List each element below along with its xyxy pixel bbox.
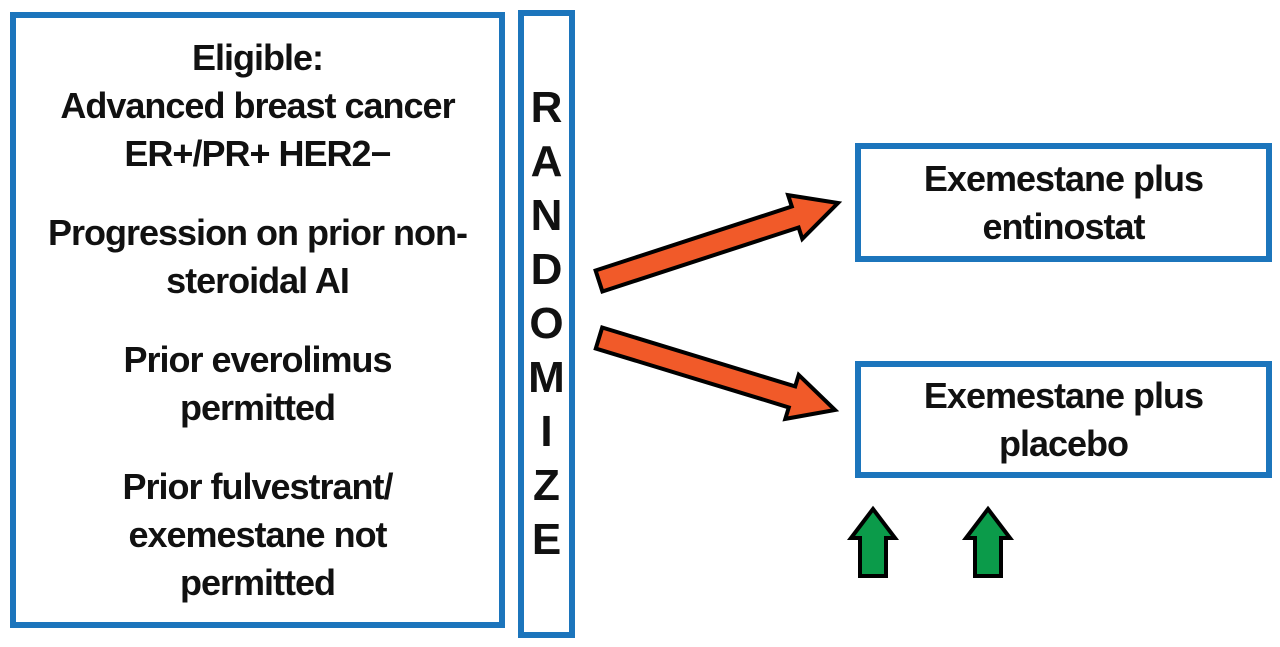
eligibility-title: Eligible: — [191, 36, 324, 78]
randomize-arrow-bottom-icon — [593, 325, 840, 422]
arm-label-entinostat: Exemestane plus entinostat — [923, 157, 1204, 247]
randomize-arrow-top-icon — [593, 192, 843, 295]
arm-label-placebo: Exemestane plus placebo — [923, 374, 1204, 464]
eligibility-criterion-progression: Progression on prior non- steroidal AI — [47, 211, 468, 301]
eligibility-criterion-cancer-type: Advanced breast cancer ER+/PR+ HER2− — [60, 84, 455, 174]
eligibility-criterion-fulvestrant: Prior fulvestrant/ exemestane not permit… — [122, 465, 393, 603]
eligibility-criterion-everolimus: Prior everolimus permitted — [123, 338, 392, 428]
up-arrow-right-icon — [961, 505, 1015, 578]
eligibility-box: Eligible: Advanced breast cancer ER+/PR+… — [10, 12, 505, 628]
arm-box-placebo: Exemestane plus placebo — [855, 361, 1272, 478]
randomize-label: R A N D O M I Z E — [528, 83, 565, 564]
up-arrow-left-icon — [846, 505, 900, 578]
randomize-box: R A N D O M I Z E — [518, 10, 575, 638]
arm-box-entinostat: Exemestane plus entinostat — [855, 143, 1272, 262]
